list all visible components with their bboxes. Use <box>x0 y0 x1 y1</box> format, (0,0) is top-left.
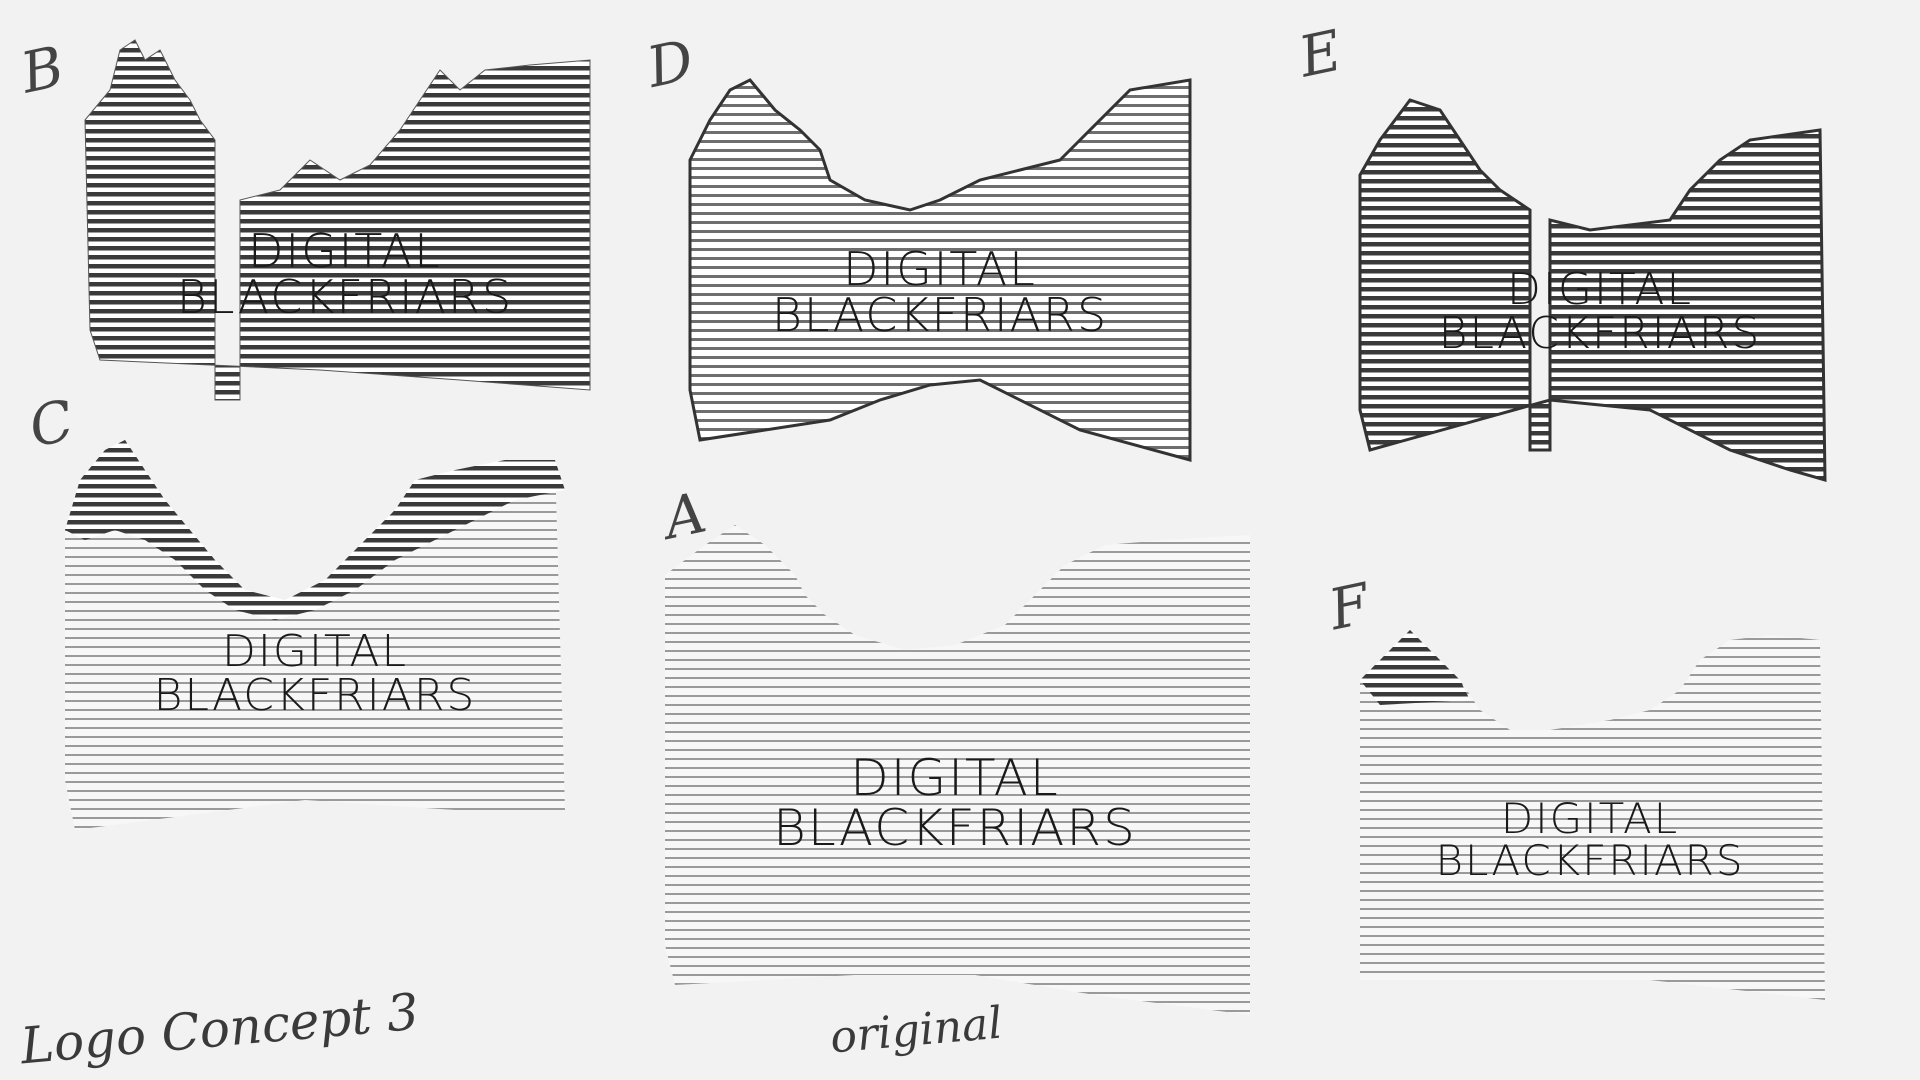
concept-a-line2: BLACKFRIARS <box>773 799 1137 857</box>
concept-e-letter: E <box>1293 18 1348 91</box>
concept-c-texture <box>65 440 565 830</box>
concept-d-texture <box>688 78 1192 462</box>
concept-f-line1: DIGITAL <box>1500 794 1680 843</box>
concept-c-wordmark: DIGITAL BLACKFRIARS <box>55 630 575 718</box>
concept-b-letter: B <box>15 34 70 107</box>
concept-b-silhouette <box>84 39 591 401</box>
concept-a: DIGITAL BLACKFRIARS <box>655 515 1255 1015</box>
concept-b-texture <box>84 39 591 401</box>
concept-d-silhouette <box>688 78 1192 462</box>
concept-c-line2: BLACKFRIARS <box>153 670 477 721</box>
concept-f-wordmark: DIGITAL BLACKFRIARS <box>1350 798 1830 882</box>
concept-d-line1: DIGITAL <box>843 242 1037 296</box>
concept-f-texture <box>1360 630 1825 1000</box>
concept-c-roofline <box>65 440 565 620</box>
concept-a-silhouette <box>665 525 1250 1015</box>
concept-d-wordmark: DIGITAL BLACKFRIARS <box>680 246 1200 338</box>
concept-c: DIGITAL BLACKFRIARS <box>55 430 575 840</box>
concept-f: DIGITAL BLACKFRIARS <box>1350 620 1830 1000</box>
concept-d: DIGITAL BLACKFRIARS <box>680 50 1200 462</box>
concept-d-line2: BLACKFRIARS <box>771 288 1109 342</box>
concept-b-line1: DIGITAL <box>248 224 442 278</box>
concept-e-line2: BLACKFRIARS <box>1438 308 1762 359</box>
concept-e-texture <box>1358 98 1827 482</box>
concept-b-line2: BLACKFRIARS <box>176 270 514 324</box>
concept-f-line2: BLACKFRIARS <box>1435 836 1745 885</box>
concept-b-wordmark: DIGITAL BLACKFRIARS <box>160 228 530 320</box>
concept-b: DIGITAL BLACKFRIARS <box>80 30 591 430</box>
concept-a-texture <box>665 525 1250 1015</box>
concept-a-line1: DIGITAL <box>850 749 1060 807</box>
concept-e-silhouette <box>1358 98 1827 482</box>
concept-f-silhouette <box>1360 630 1825 1000</box>
logo-concept-caption: Logo Concept 3 <box>18 982 422 1076</box>
concept-a-wordmark: DIGITAL BLACKFRIARS <box>655 753 1255 853</box>
concept-f-roof <box>1360 630 1470 705</box>
concept-e-wordmark: DIGITAL BLACKFRIARS <box>1370 268 1830 356</box>
concept-e: DIGITAL BLACKFRIARS <box>1350 80 1830 482</box>
concept-c-line1: DIGITAL <box>221 626 408 677</box>
concept-e-line1: DIGITAL <box>1506 264 1693 315</box>
